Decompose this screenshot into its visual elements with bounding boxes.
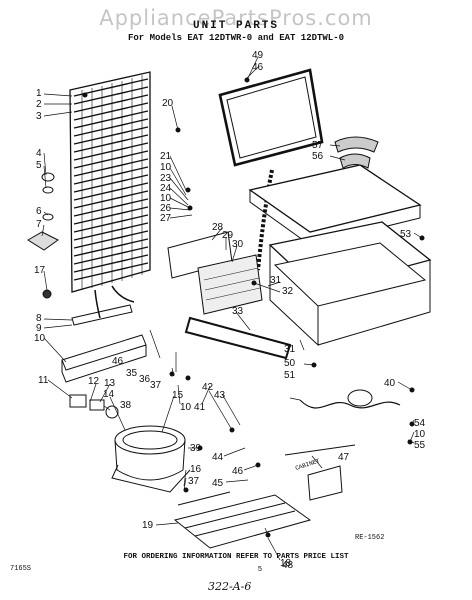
unit-cabinet-shelves: [248, 164, 432, 347]
reference-code: RE-1562: [355, 534, 385, 542]
callout-49: 49: [252, 50, 264, 61]
callout-42: 42: [202, 382, 214, 393]
callout-1: 1: [36, 88, 42, 99]
callout-10-e: 10: [414, 429, 426, 440]
cabinet-component: [284, 444, 356, 501]
callout-50: 50: [284, 358, 296, 369]
cord-coil: [347, 389, 373, 407]
callout-10-b: 10: [160, 162, 172, 173]
callout-28: 28: [212, 222, 224, 233]
callout-24: 24: [160, 183, 172, 194]
callout-4: 4: [36, 148, 42, 159]
callout-5: 5: [36, 160, 42, 171]
callout-21: 21: [160, 151, 172, 162]
compressor: [111, 425, 191, 493]
callout-15: 15: [172, 390, 184, 401]
callout-26: 26: [160, 203, 172, 214]
callout-18: 18: [280, 558, 292, 569]
handwritten-note: 322-A-6: [208, 580, 252, 593]
callout-14: 14: [103, 389, 115, 400]
door-gasket-frame: [218, 68, 324, 167]
drain-tray: [61, 334, 147, 383]
callout-44: 44: [212, 452, 224, 463]
page-code: 7165S: [10, 565, 32, 573]
callout-2: 2: [36, 99, 42, 110]
drain-trough: [184, 316, 292, 360]
callout-13: 13: [104, 378, 116, 389]
callout-35: 35: [126, 368, 138, 379]
callout-11: 11: [38, 375, 49, 386]
callout-7: 7: [36, 219, 42, 230]
callout-3: 3: [36, 111, 42, 122]
callout-54: 54: [414, 418, 426, 429]
callout-12: 12: [88, 376, 100, 387]
callout-38: 38: [120, 400, 132, 411]
callout-36: 36: [139, 374, 151, 385]
page-number: 5: [258, 566, 262, 573]
diagram-title: UNIT PARTS: [192, 20, 279, 32]
callout-41: 41: [194, 402, 206, 413]
callout-17: 17: [34, 265, 46, 276]
diagram-subtitle: For Models EAT 12DTWR-0 and EAT 12DTWL-0: [127, 33, 345, 43]
callout-31-upper: 31: [270, 275, 282, 286]
electrical-panel: [167, 231, 263, 315]
callout-47: 47: [338, 452, 350, 463]
callout-56: 56: [312, 151, 324, 162]
callout-53: 53: [400, 229, 412, 240]
callout-46-mid: 46: [112, 356, 124, 367]
cabinet-label: CABINET: [294, 457, 321, 472]
callout-9: 9: [36, 323, 42, 334]
callout-20: 20: [162, 98, 174, 109]
parts-drawing: [27, 68, 432, 549]
callout-40: 40: [384, 378, 396, 389]
callout-23: 23: [160, 173, 172, 184]
callout-39: 39: [190, 443, 202, 454]
callout-46-top: 46: [252, 62, 264, 73]
watermark: AppliancePartsPros.com: [99, 6, 373, 30]
callout-57: 57: [312, 140, 324, 151]
base-rails: [173, 491, 312, 549]
condenser-coil: [69, 71, 151, 319]
callout-33: 33: [232, 306, 244, 317]
coil-bracket: [71, 304, 133, 326]
callout-43: 43: [214, 390, 226, 401]
callout-37-lower: 37: [188, 476, 200, 487]
callout-55: 55: [414, 440, 426, 451]
shelf-brackets: [334, 136, 379, 169]
callout-27: 27: [160, 213, 172, 224]
callout-45: 45: [212, 478, 224, 489]
callout-10: 10: [34, 333, 46, 344]
callout-leaders: [41, 56, 423, 561]
clip-hardware-left: [27, 172, 59, 299]
callout-10-d: 10: [180, 402, 192, 413]
callout-labels: 1 2 3 4 5 6 7 17 8 9 10 11 12 13 38 14 1…: [34, 50, 426, 571]
callout-51: 51: [284, 370, 296, 381]
callout-19: 19: [142, 520, 154, 531]
callout-8: 8: [36, 313, 42, 324]
callout-29: 29: [222, 230, 234, 241]
callout-31-lower: 31: [284, 344, 296, 355]
callout-16: 16: [190, 464, 202, 475]
power-cord: [299, 399, 401, 409]
callout-6: 6: [36, 206, 42, 217]
ordering-info-footer: FOR ORDERING INFORMATION REFER TO PARTS …: [123, 553, 349, 561]
callout-48: 48: [282, 560, 294, 571]
mullion-heater: [256, 169, 274, 271]
relay-overload: [69, 394, 119, 419]
callout-30: 30: [232, 239, 244, 250]
callout-37-mid: 37: [150, 380, 162, 391]
callout-46-low: 46: [232, 466, 244, 477]
callout-32: 32: [282, 286, 294, 297]
callout-10-c: 10: [160, 193, 172, 204]
